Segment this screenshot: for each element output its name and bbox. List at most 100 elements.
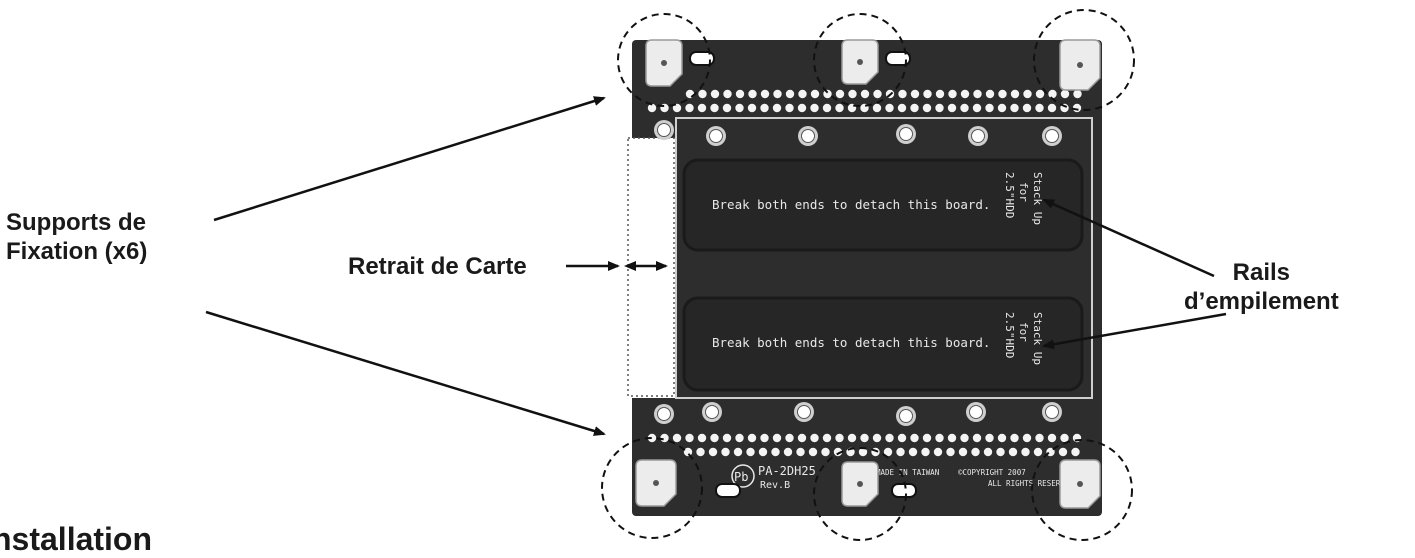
via-hole bbox=[922, 103, 932, 113]
via-hole bbox=[1071, 447, 1080, 457]
via-hole bbox=[698, 89, 707, 99]
via-hole bbox=[772, 103, 782, 113]
board-cutout bbox=[626, 138, 676, 398]
via-hole bbox=[1035, 103, 1044, 113]
via-hole bbox=[835, 89, 845, 99]
mount-hole bbox=[657, 123, 671, 137]
mount-hole bbox=[971, 129, 985, 143]
via-hole bbox=[785, 103, 794, 113]
via-hole bbox=[747, 433, 757, 443]
via-hole bbox=[897, 103, 907, 113]
via-hole bbox=[860, 89, 870, 99]
bracket-rivet bbox=[857, 59, 863, 65]
via-hole bbox=[946, 447, 955, 457]
via-hole bbox=[710, 103, 719, 113]
model-text: PA-2DH25 bbox=[758, 464, 816, 478]
slot-hole bbox=[715, 483, 741, 498]
via-hole bbox=[858, 447, 868, 457]
via-hole bbox=[985, 433, 994, 443]
via-hole bbox=[783, 447, 793, 457]
mount-hole bbox=[899, 127, 913, 141]
via-hole bbox=[960, 103, 969, 113]
via-hole bbox=[1010, 103, 1019, 113]
via-hole bbox=[672, 103, 682, 113]
via-hole bbox=[923, 89, 932, 99]
via-hole bbox=[771, 447, 780, 457]
bracket-rivet bbox=[661, 60, 667, 66]
via-hole bbox=[722, 103, 732, 113]
arrow-rails-top bbox=[1042, 198, 1215, 278]
via-hole bbox=[785, 89, 795, 99]
callout-circle bbox=[601, 437, 703, 539]
supports-line2: Fixation (x6) bbox=[6, 238, 148, 265]
via-hole bbox=[985, 103, 994, 113]
via-hole bbox=[810, 103, 819, 113]
via-hole bbox=[998, 89, 1007, 99]
via-hole bbox=[997, 433, 1007, 443]
via-hole bbox=[910, 433, 919, 443]
via-hole bbox=[760, 433, 769, 443]
arrow-supports-top bbox=[213, 96, 606, 222]
supports-label: Supports de Fixation (x6) bbox=[6, 208, 147, 266]
via-hole bbox=[847, 433, 857, 443]
via-hole bbox=[747, 103, 757, 113]
via-hole bbox=[960, 89, 970, 99]
rails-label: Rails d’empilement bbox=[1184, 258, 1339, 316]
mount-hole bbox=[797, 405, 811, 419]
via-hole bbox=[985, 89, 995, 99]
via-hole bbox=[1010, 89, 1020, 99]
via-hole bbox=[972, 433, 982, 443]
via-hole bbox=[647, 433, 657, 443]
via-hole bbox=[921, 447, 930, 457]
section-heading: nstallation bbox=[0, 521, 153, 557]
callout-circle bbox=[1031, 439, 1133, 541]
mount-hole bbox=[969, 405, 983, 419]
via-hole bbox=[908, 447, 918, 457]
callout-circle bbox=[813, 447, 907, 541]
stack-line3: 2.5"HDD bbox=[1003, 172, 1016, 218]
via-hole bbox=[808, 447, 818, 457]
via-hole bbox=[1033, 447, 1043, 457]
via-hole bbox=[973, 89, 982, 99]
via-hole bbox=[733, 447, 743, 457]
stack-line2: for bbox=[1017, 322, 1030, 342]
via-hole bbox=[910, 103, 919, 113]
via-hole bbox=[935, 89, 945, 99]
bracket-rivet bbox=[857, 481, 863, 487]
via-hole bbox=[835, 433, 844, 443]
via-hole bbox=[696, 447, 705, 457]
callout-circle bbox=[617, 13, 711, 107]
break-text-top: Break both ends to detach this board. bbox=[712, 197, 990, 212]
copyright-text: ©COPYRIGHT 2007 bbox=[958, 468, 1026, 477]
via-hole bbox=[810, 89, 820, 99]
via-hole bbox=[723, 89, 732, 99]
stack-line1: Stack Up bbox=[1031, 172, 1044, 225]
via-hole bbox=[997, 103, 1007, 113]
via-hole bbox=[1047, 433, 1057, 443]
slot-hole bbox=[885, 51, 911, 66]
stacking-rail-bottom bbox=[682, 296, 1084, 392]
mount-hole bbox=[1045, 129, 1059, 143]
via-hole bbox=[933, 447, 943, 457]
callout-circle bbox=[813, 13, 907, 107]
bracket-rivet bbox=[653, 480, 659, 486]
rails-line2: d’empilement bbox=[1184, 288, 1339, 315]
rev-text: Rev.B bbox=[760, 480, 790, 491]
retrait-label: Retrait de Carte bbox=[348, 253, 527, 280]
via-hole bbox=[1022, 433, 1032, 443]
supports-line1: Supports de bbox=[6, 209, 147, 236]
via-hole bbox=[823, 89, 832, 99]
via-hole bbox=[983, 447, 993, 457]
via-hole bbox=[873, 89, 882, 99]
stack-line3: 2.5"HDD bbox=[1003, 312, 1016, 358]
via-hole bbox=[971, 447, 980, 457]
via-hole bbox=[785, 433, 794, 443]
via-hole bbox=[772, 433, 782, 443]
made-in-text: MADE IN TAIWAN bbox=[876, 468, 939, 477]
via-hole bbox=[685, 433, 694, 443]
via-hole bbox=[1047, 103, 1057, 113]
via-hole bbox=[822, 433, 832, 443]
stack-label-top: Stack Up for 2.5"HDD bbox=[1003, 172, 1044, 225]
via-hole bbox=[821, 447, 830, 457]
pb-logo-text: Pb bbox=[734, 470, 748, 484]
